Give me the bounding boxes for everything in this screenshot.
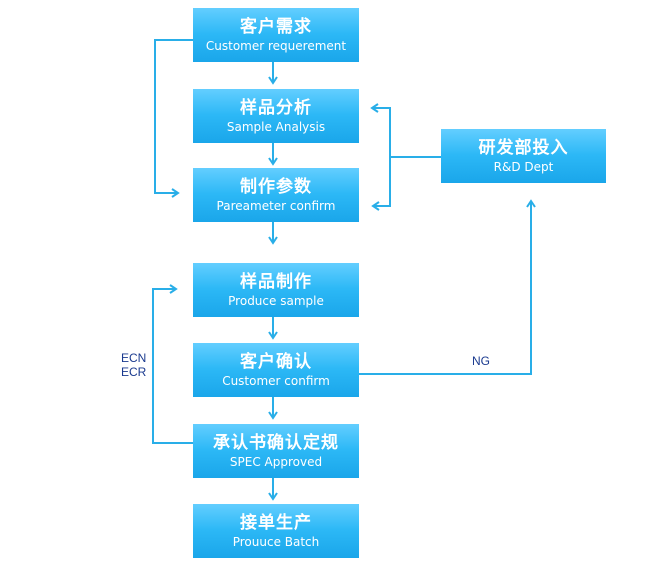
ecr-label: ECR [121, 365, 147, 379]
step-title: 接单生产 [240, 512, 312, 533]
step-subtitle: Produce sample [228, 293, 324, 308]
step-produce-sample: 样品制作 Produce sample [193, 263, 359, 317]
rd-subtitle: R&D Dept [493, 159, 554, 174]
rd-arrow-to-parameter [371, 157, 391, 211]
step-subtitle: Pareameter confirm [216, 198, 336, 213]
loop-arrow-customer-to-parameter [154, 39, 193, 198]
step-customer-requirement: 客户需求 Customer requerement [193, 8, 359, 62]
step-subtitle: Customer requerement [205, 38, 347, 53]
rd-arrow-to-analysis [370, 103, 391, 157]
step-customer-confirm: 客户确认 Customer confirm [193, 343, 359, 397]
loop-arrow-ecn-ecr [152, 284, 193, 444]
step-title: 承认书确认定规 [213, 432, 339, 453]
step-title: 样品分析 [240, 97, 312, 118]
ng-arrow [359, 199, 536, 375]
step-parameter-confirm: 制作参数 Pareameter confirm [193, 168, 359, 222]
step-title: 客户需求 [240, 16, 312, 37]
step-title: 客户确认 [240, 351, 312, 372]
rd-title: 研发部投入 [478, 137, 569, 158]
step-subtitle: SPEC Approved [229, 454, 323, 469]
step-subtitle: Sample Analysis [226, 119, 326, 134]
step-sample-analysis: 样品分析 Sample Analysis [193, 89, 359, 143]
ecn-label: ECN [121, 351, 147, 365]
step-produce-batch: 接单生产 Prouuce Batch [193, 504, 359, 558]
step-subtitle: Customer confirm [222, 373, 330, 388]
step-title: 样品制作 [240, 271, 312, 292]
step-subtitle: Prouuce Batch [232, 534, 320, 549]
ng-label: NG [472, 354, 490, 368]
rd-dept-box: 研发部投入 R&D Dept [441, 129, 606, 183]
step-spec-approved: 承认书确认定规 SPEC Approved [193, 424, 359, 478]
step-title: 制作参数 [240, 176, 312, 197]
